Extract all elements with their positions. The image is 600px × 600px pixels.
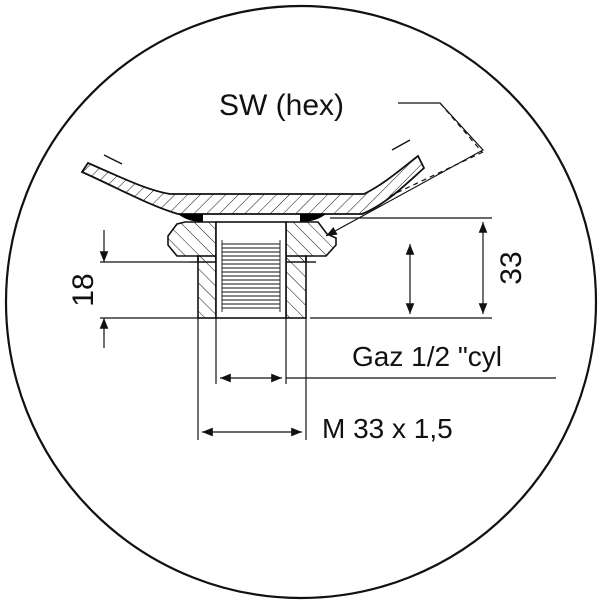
dim-height-18 bbox=[99, 230, 198, 348]
dim-height-33 bbox=[310, 217, 492, 319]
fitting-body bbox=[167, 221, 337, 319]
tank-wall bbox=[80, 139, 426, 215]
detail-circle bbox=[4, 4, 598, 600]
dim-outer-thread bbox=[197, 318, 307, 440]
dim-inner-thread bbox=[215, 318, 556, 384]
hex-callout: SW (hex) bbox=[219, 89, 484, 237]
outer-thread-label: M 33 x 1,5 bbox=[322, 413, 453, 444]
inner-thread-label: Gaz 1/2 "cyl bbox=[352, 341, 502, 372]
internal-thread bbox=[221, 240, 281, 312]
weld-left bbox=[178, 214, 203, 222]
dim-33-label: 33 bbox=[495, 251, 528, 284]
dim-18-label: 18 bbox=[67, 273, 100, 306]
hex-label: SW (hex) bbox=[219, 89, 344, 122]
weld-right bbox=[300, 214, 326, 222]
